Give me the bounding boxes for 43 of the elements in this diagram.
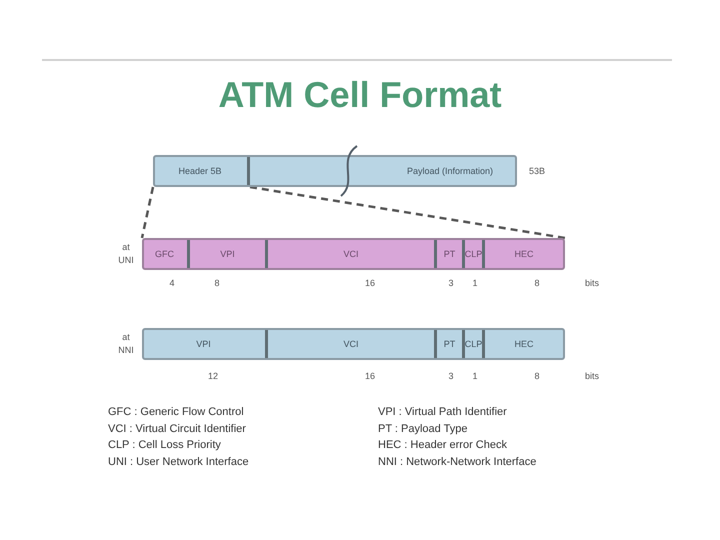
dashed-line [140,186,154,238]
unit-label: bits [585,278,599,288]
bit-width-label: 8 [214,278,220,288]
bit-field: VPI [190,240,268,268]
bit-field: GFC [142,240,190,268]
bit-width-label: 8 [534,371,540,381]
bit-field: VPI [142,330,268,358]
unit-label: bits [585,371,599,381]
header-bar [142,238,565,270]
bit-field: PT [437,240,465,268]
bit-width-label: 16 [365,278,375,288]
interface-label: at UNI [117,241,135,267]
bit-width-label: 8 [534,278,540,288]
interface-label: at NNI [117,331,135,357]
bit-field: VCI [268,240,437,268]
bit-width-label: 16 [365,371,375,381]
definition-text: GFC : Generic Flow Control [108,405,245,420]
payload-field: Payload (Information) [250,157,515,185]
bit-width-label: 3 [448,371,454,381]
bit-field: CLP [465,330,485,358]
bit-field: PT [437,330,465,358]
header-field: Header 5B [153,157,250,185]
size-label: 53B [529,166,545,176]
bit-width-label: 3 [448,278,454,288]
title: ATM Cell Format [218,74,502,115]
dashed-line [250,186,566,240]
cell-bar [153,155,517,187]
definition-text: CLP : Cell Loss Priority [108,438,222,453]
bit-width-label: 1 [472,278,478,288]
header-bar [142,328,565,360]
definition-text: HEC : Header error Check [378,439,507,451]
bit-width-label: 4 [170,278,174,288]
bit-field: VCI [268,330,437,358]
definition-text: NNI : Network-Network Interface [378,456,536,468]
definition-text: VCI : Virtual Circuit Identifier [108,422,247,436]
definition-text: VPI : Virtual Path Identifier [378,406,507,418]
bit-field: HEC [485,240,563,268]
bit-width-label: 1 [472,371,478,381]
bit-field: CLP [465,240,485,268]
definition-text: UNI : User Network Interface [108,454,250,470]
bit-field: HEC [485,330,563,358]
definition-text: PT : Payload Type [378,422,468,434]
bit-width-label: 12 [208,371,218,381]
